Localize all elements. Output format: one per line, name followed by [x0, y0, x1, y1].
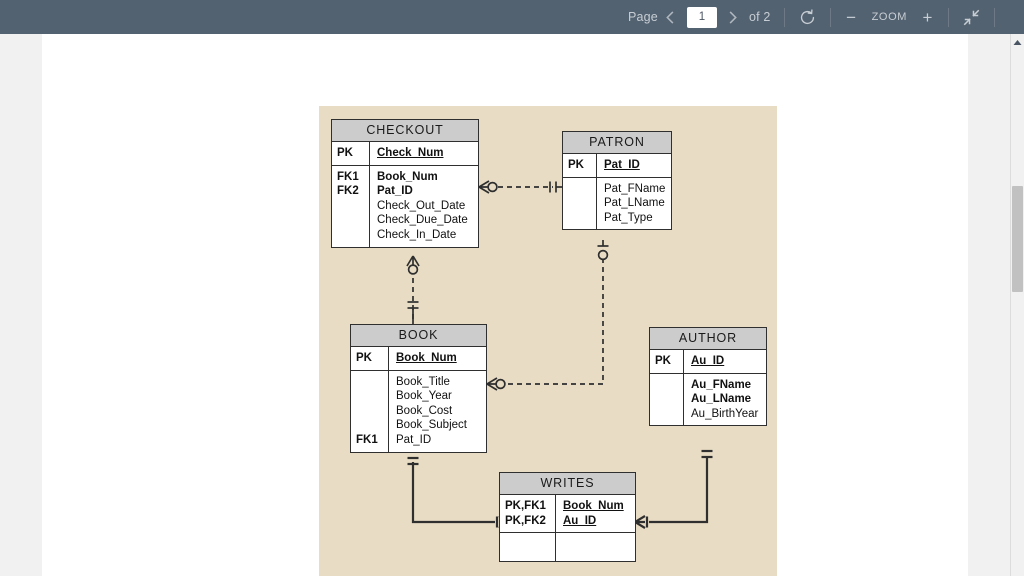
entity-attr-section: Au_FName Au_LName Au_BirthYear [650, 373, 766, 426]
relationship-book-patron [486, 240, 609, 391]
prev-page-button[interactable] [660, 4, 682, 30]
entity-writes[interactable]: WRITES PK,FK1 PK,FK2 Book_Num Au_ID [499, 472, 636, 563]
entity-attr-fields: Book_Title Book_Year Book_Cost Book_Subj… [389, 371, 486, 452]
entity-pk-section: PK Pat_ID [563, 154, 671, 178]
zoom-in-button[interactable]: + [922, 7, 933, 27]
vertical-scrollbar[interactable] [1010, 34, 1024, 576]
page-number-input[interactable]: 1 [686, 6, 717, 28]
field: Book_Num [377, 170, 438, 183]
field: Pat_LName [604, 197, 665, 210]
relationship-checkout-patron [478, 180, 562, 194]
zoom-out-button[interactable]: − [846, 7, 857, 27]
chevron-left-icon [666, 10, 674, 24]
relationship-book-writes [407, 456, 510, 529]
pdf-viewer-toolbar: Page 1 of 2 − ZOOM + [0, 0, 1024, 34]
page-count-label: of 2 [748, 10, 771, 24]
field: Check_In_Date [377, 228, 457, 241]
entity-key-labels: PK [650, 350, 684, 373]
toolbar-divider [783, 7, 785, 27]
entity-fk-labels [650, 373, 684, 426]
entity-title: BOOK [351, 325, 486, 347]
field: Pat_ID [396, 433, 432, 446]
pdf-page: CHECKOUT PK Check_Num FK1 FK2 Book_Num P… [42, 34, 968, 576]
entity-pk-section: PK Au_ID [650, 350, 766, 374]
relationship-checkout-book [406, 255, 420, 330]
entity-title: PATRON [563, 132, 671, 154]
entity-pk-fields: Book_Num [389, 347, 486, 370]
entity-author[interactable]: AUTHOR PK Au_ID Au_FName Au_LName Au_Bir… [649, 327, 767, 427]
collapse-arrows-icon [963, 9, 980, 25]
toolbar-divider [829, 7, 831, 27]
field: Au_FName [691, 378, 752, 391]
entity-title: WRITES [500, 473, 635, 495]
field: Pat_FName [604, 182, 666, 195]
entity-patron[interactable]: PATRON PK Pat_ID Pat_FName Pat_LName Pat… [562, 131, 672, 231]
field: Pat_Type [604, 211, 653, 224]
field: Book_Num [563, 500, 624, 512]
entity-fk-labels [500, 533, 556, 562]
entity-attr-section: FK1 Book_Title Book_Year Book_Cost Book_… [351, 370, 486, 452]
entity-attr-section: FK1 FK2 Book_Num Pat_ID Check_Out_Date C… [332, 165, 478, 247]
field: Check_Due_Date [377, 214, 468, 227]
er-diagram-canvas: CHECKOUT PK Check_Num FK1 FK2 Book_Num P… [319, 106, 777, 576]
entity-pk-section: PK,FK1 PK,FK2 Book_Num Au_ID [500, 495, 635, 534]
fullscreen-toggle-button[interactable] [962, 8, 981, 27]
entity-fk-labels: FK1 FK2 [332, 165, 370, 247]
entity-key-labels: PK [563, 154, 597, 177]
field: Au_BirthYear [691, 407, 759, 420]
entity-attr-fields [556, 533, 635, 561]
zoom-label: ZOOM [871, 11, 907, 23]
document-viewer: CHECKOUT PK Check_Num FK1 FK2 Book_Num P… [0, 34, 1010, 576]
rotate-button[interactable] [798, 8, 817, 27]
entity-key-labels: PK [332, 142, 370, 165]
field: Au_LName [691, 393, 752, 406]
page-navigation-group: Page 1 of 2 [628, 4, 771, 30]
entity-pk-fields: Check_Num [370, 142, 478, 165]
toolbar-divider [948, 7, 949, 27]
entity-book[interactable]: BOOK PK Book_Num FK1 Book_Title Book_Yea… [350, 324, 487, 453]
entity-attr-fields: Au_FName Au_LName Au_BirthYear [684, 374, 766, 426]
entity-title: AUTHOR [650, 328, 766, 350]
entity-attr-section [500, 533, 635, 562]
field: Book_Subject [396, 419, 467, 432]
field: Check_Out_Date [377, 199, 466, 212]
field: Pat_ID [604, 159, 640, 171]
entity-key-labels: PK [351, 347, 389, 370]
zoom-group: − ZOOM + [844, 9, 935, 26]
field: Book_Title [396, 375, 450, 388]
entity-fk-labels [563, 177, 597, 230]
field: Book_Year [396, 390, 452, 403]
page-label: Page [627, 10, 658, 24]
field: Pat_ID [377, 185, 413, 198]
field: Book_Cost [396, 404, 453, 417]
chevron-right-icon [730, 10, 738, 24]
relationship-author-writes [634, 449, 713, 529]
scroll-up-arrow-icon [1013, 39, 1022, 45]
scrollbar-thumb[interactable] [1012, 186, 1023, 292]
entity-attr-fields: Pat_FName Pat_LName Pat_Type [597, 178, 671, 230]
next-page-button[interactable] [722, 4, 744, 30]
scroll-up-button[interactable] [1011, 36, 1024, 48]
entity-attr-fields: Book_Num Pat_ID Check_Out_Date Check_Due… [370, 166, 478, 247]
entity-checkout[interactable]: CHECKOUT PK Check_Num FK1 FK2 Book_Num P… [331, 119, 479, 248]
entity-pk-fields: Au_ID [684, 350, 766, 373]
entity-attr-section: Pat_FName Pat_LName Pat_Type [563, 177, 671, 230]
entity-pk-section: PK Book_Num [351, 347, 486, 371]
entity-fk-labels: FK1 [351, 370, 389, 452]
rotate-icon [800, 8, 814, 24]
field: Au_ID [563, 514, 597, 527]
entity-pk-fields: Pat_ID [597, 154, 671, 177]
entity-pk-fields: Book_Num Au_ID [556, 495, 635, 532]
field: Check_Num [377, 147, 444, 159]
field: Book_Num [396, 352, 457, 364]
entity-key-labels: PK,FK1 PK,FK2 [500, 495, 556, 533]
entity-title: CHECKOUT [332, 120, 478, 142]
field: Au_ID [691, 355, 725, 367]
toolbar-divider [994, 7, 995, 27]
entity-pk-section: PK Check_Num [332, 142, 478, 166]
